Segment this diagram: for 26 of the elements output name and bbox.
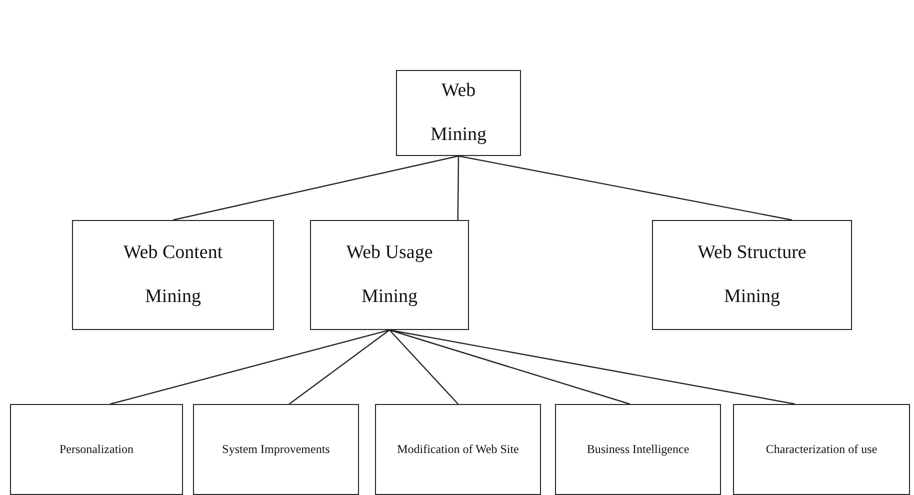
- box-label: Web Content Mining: [122, 241, 224, 309]
- category-box: [193, 404, 359, 495]
- box-label: Modification of Web Site: [397, 440, 519, 458]
- box-label: Business Intelligence: [586, 440, 690, 458]
- box-label: Characterization of use: [766, 440, 878, 458]
- connector-line: [110, 329, 390, 405]
- connector-line: [457, 156, 460, 220]
- box-label: Web Structure Mining: [696, 241, 808, 309]
- category-box: [375, 404, 541, 495]
- box-label: Web Usage Mining: [345, 241, 434, 309]
- box-label: System Improvements: [222, 440, 330, 458]
- connector-line: [458, 155, 792, 221]
- category-box: [652, 220, 852, 330]
- box-label: Personalization: [60, 440, 134, 458]
- category-box: [733, 404, 910, 495]
- box-label: Web Mining: [430, 79, 488, 147]
- connector-line: [288, 330, 390, 404]
- category-box: [555, 404, 721, 495]
- category-box: [10, 404, 183, 495]
- category-box: [396, 70, 521, 156]
- connector-line: [172, 155, 459, 221]
- category-box: [310, 220, 469, 330]
- category-box: [72, 220, 274, 330]
- connector-line: [389, 329, 630, 405]
- connector-line: [389, 329, 796, 405]
- connector-line: [389, 330, 458, 404]
